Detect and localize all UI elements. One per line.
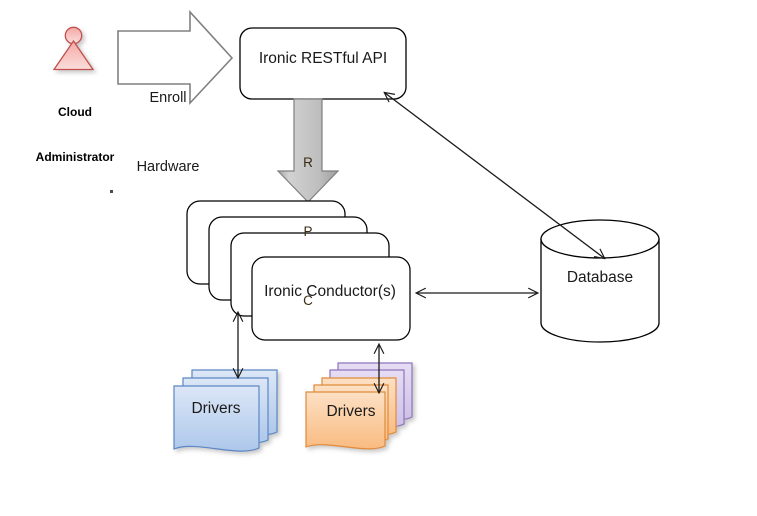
enroll-hardware-block-arrow bbox=[117, 9, 234, 106]
drivers-orange-stack bbox=[305, 362, 413, 450]
drivers-blue-stack bbox=[173, 369, 278, 452]
database-cylinder bbox=[540, 219, 660, 343]
person-actor-icon bbox=[52, 26, 95, 71]
stray-dot-artifact bbox=[110, 190, 113, 193]
rpc-block-arrow bbox=[276, 98, 340, 203]
ironic-conductor-stack bbox=[186, 200, 411, 341]
connector-api-database bbox=[385, 93, 604, 258]
drivers-blue-sheet-1 bbox=[173, 385, 260, 452]
conductor-stack-sheet-1 bbox=[251, 256, 411, 341]
ironic-restful-api-box bbox=[239, 27, 407, 100]
drivers-orange-sheet-1 bbox=[305, 391, 386, 450]
